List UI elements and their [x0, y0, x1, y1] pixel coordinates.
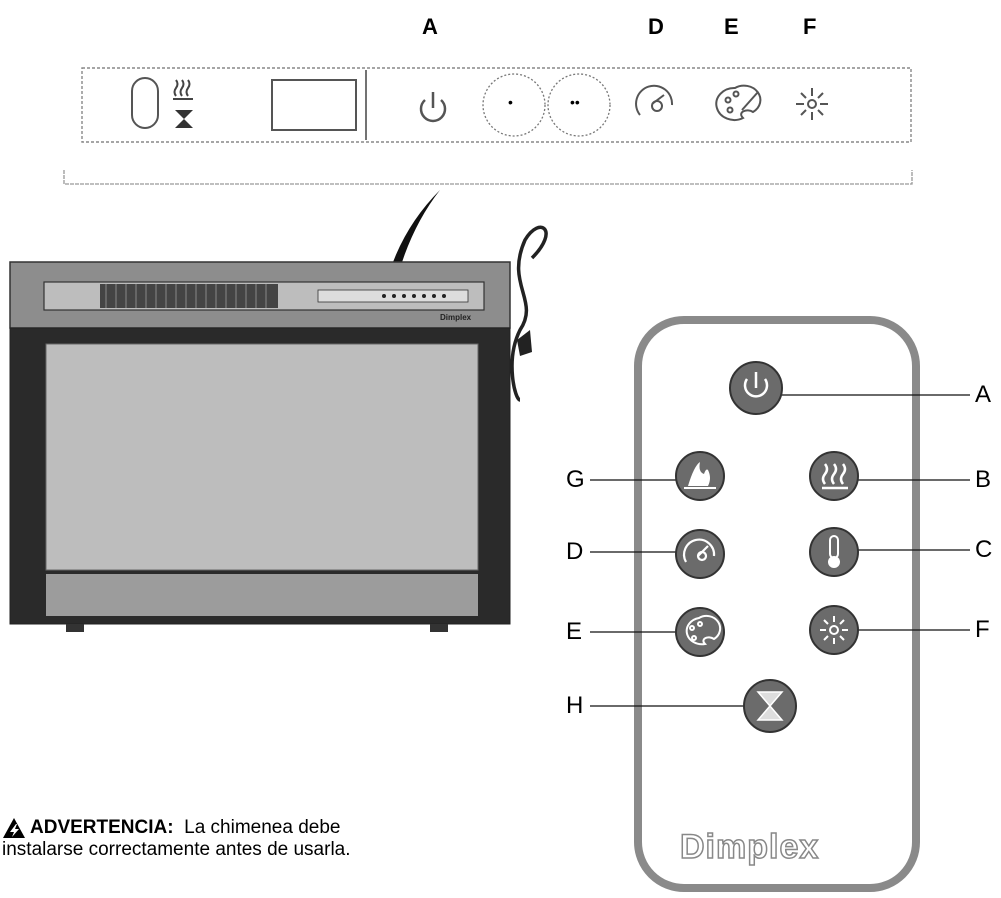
remote-color-button[interactable] [675, 607, 725, 657]
power-icon [743, 378, 769, 398]
power-icon[interactable] [419, 92, 447, 123]
panel-label-f: F [803, 14, 817, 39]
warning-line2: instalarse correctamente antes de usarla… [2, 839, 351, 860]
brightness-icon[interactable] [796, 88, 828, 120]
thermometer-icon [828, 535, 840, 568]
callout-f: F [975, 616, 990, 643]
timer-icon [756, 691, 784, 721]
flame-icon [688, 462, 710, 486]
remote-heat-button[interactable] [809, 451, 859, 501]
remote-timer-button[interactable] [743, 679, 797, 733]
dot-two-label: •• [570, 94, 580, 110]
palette-icon [685, 614, 722, 646]
control-panel-strip [63, 67, 913, 185]
flame-speed-icon[interactable] [635, 84, 674, 116]
callout-g: G [566, 466, 585, 493]
remote-brightness-button[interactable] [809, 605, 859, 655]
panel-label-a: A [422, 14, 438, 39]
rocker-switch [131, 77, 159, 129]
panel-label-d: D [648, 14, 664, 39]
warning-icon [3, 818, 25, 838]
callout-e: E [566, 618, 583, 645]
button-dot-two[interactable] [547, 73, 611, 137]
display-window [271, 79, 357, 131]
palette-icon[interactable] [715, 84, 762, 121]
warning-heading: ADVERTENCIA: [30, 817, 174, 838]
remote-flame-button[interactable] [675, 451, 725, 501]
callout-a: A [975, 381, 992, 408]
callout-h: H [566, 692, 584, 719]
callout-b: B [975, 466, 992, 493]
remote-brand: Dimplex [679, 827, 820, 867]
fireplace-brand: Dimplex [440, 313, 472, 322]
button-dot-one[interactable] [482, 73, 546, 137]
heat-icon [821, 463, 848, 490]
remote-body [634, 316, 920, 892]
remote-power-button[interactable] [729, 361, 783, 415]
panel-label-e: E [724, 14, 739, 39]
heat-icon [173, 79, 193, 100]
callout-d: D [566, 538, 584, 565]
flame-speed-icon [683, 538, 716, 563]
remote-thermostat-button[interactable] [809, 527, 859, 577]
warning-line1: La chimenea debe [184, 817, 341, 838]
dot-one-label: • [508, 94, 513, 110]
warning-text: ADVERTENCIA: La chimenea debe instalarse… [2, 817, 351, 861]
timer-icon [175, 110, 193, 128]
fireplace-unit [9, 225, 548, 632]
brightness-icon [820, 616, 848, 644]
callout-c: C [975, 536, 993, 563]
remote-flame-speed-button[interactable] [675, 529, 725, 579]
